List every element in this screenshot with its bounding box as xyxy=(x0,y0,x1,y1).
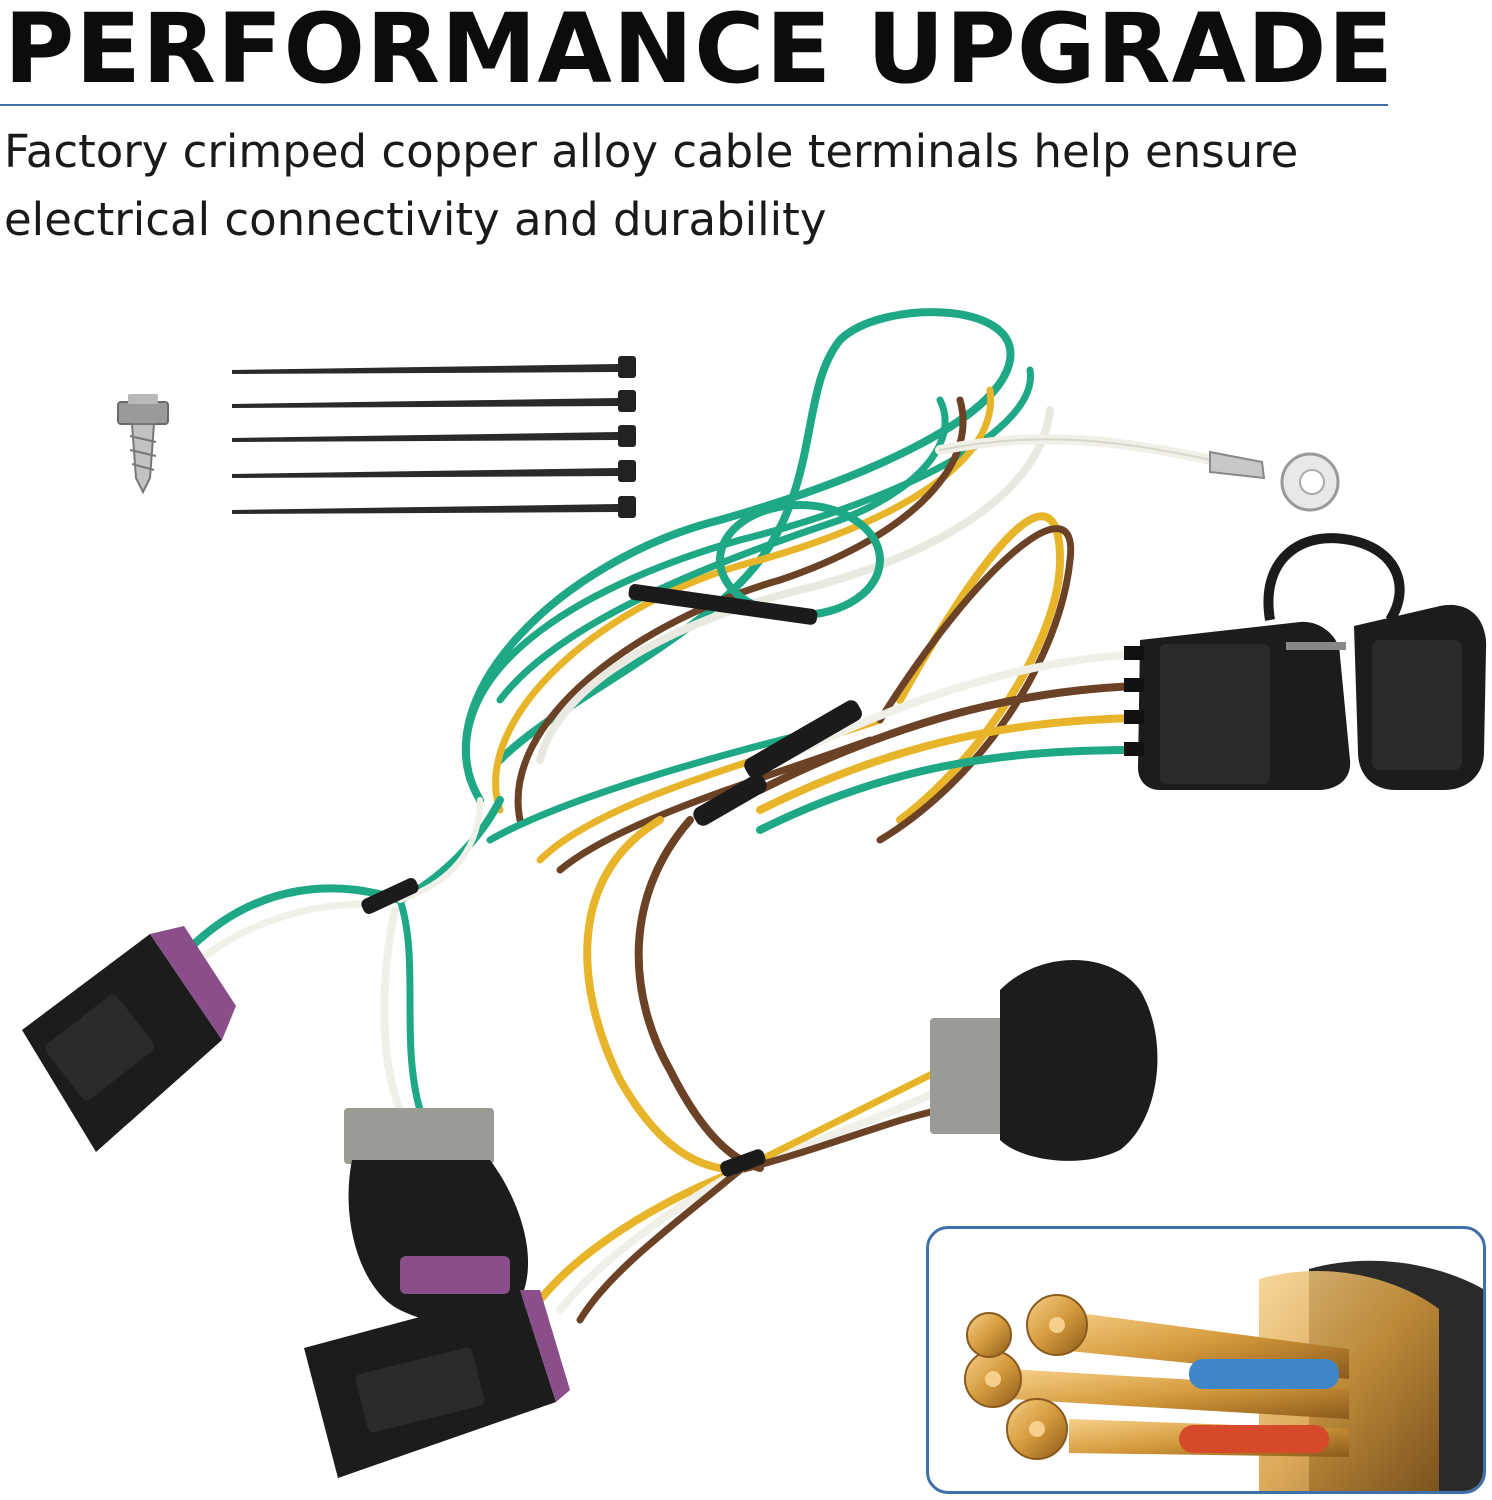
page-title: PERFORMANCE UPGRADE xyxy=(4,0,1395,105)
copper-cable-crosssection-icon xyxy=(964,1260,1483,1491)
flat-4-pin-connector-icon xyxy=(1124,533,1487,790)
purple-connector-left-icon xyxy=(22,926,236,1152)
title-divider xyxy=(0,104,1388,106)
purple-connector-bottom-icon xyxy=(304,1290,570,1478)
connector-lead-wires xyxy=(693,650,1144,834)
cable-tie-icon xyxy=(232,425,636,447)
round-connector-right-icon xyxy=(930,960,1158,1161)
screw-icon xyxy=(117,394,169,495)
lower-harness-wires xyxy=(186,796,944,1324)
cable-tie-icon xyxy=(232,496,636,518)
page-subtitle: Factory crimped copper alloy cable termi… xyxy=(4,125,1299,246)
cable-ties xyxy=(232,356,636,518)
round-connector-middle-icon xyxy=(344,1108,529,1324)
wire-coil xyxy=(462,308,1225,874)
cable-tie-icon xyxy=(232,460,636,482)
cable-tie-icon xyxy=(232,390,636,412)
ring-terminal-icon xyxy=(1209,450,1340,512)
copper-cable-inset xyxy=(926,1226,1486,1494)
cable-tie-icon xyxy=(232,356,636,378)
